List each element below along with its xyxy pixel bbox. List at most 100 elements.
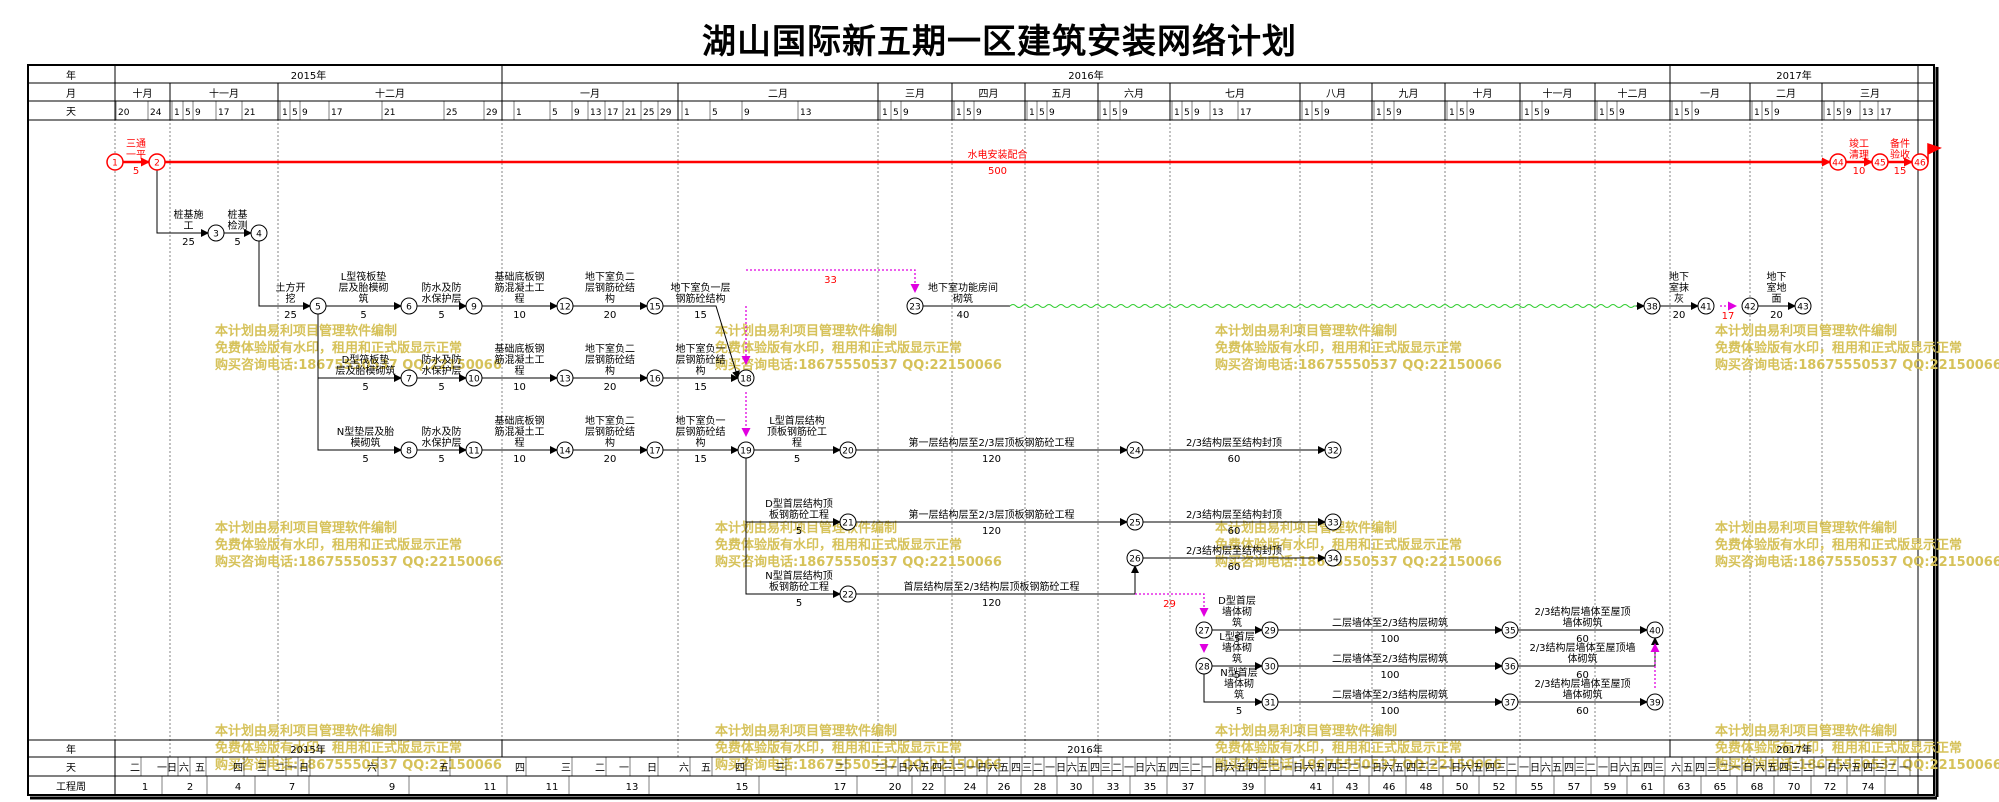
svg-text:本计划由易利项目管理软件编制: 本计划由易利项目管理软件编制 [1215, 723, 1397, 739]
event-number: 3 [213, 230, 219, 240]
svg-text:室抹: 室抹 [1669, 281, 1689, 294]
svg-text:层钢筋砼结: 层钢筋砼结 [676, 425, 726, 438]
day-label: 1 [174, 108, 180, 118]
event-number: 8 [406, 447, 412, 457]
dummy-line [1135, 593, 1209, 617]
weekday-label: 日 [1293, 763, 1303, 774]
weekday-label: 一 [1124, 763, 1134, 774]
svg-text:D型首层结构顶: D型首层结构顶 [765, 497, 833, 510]
activity-name: 第一层结构层至2/3层顶板钢筋砼工程 [908, 508, 1074, 521]
day-label: 5 [292, 108, 298, 118]
event-node-6: 6 [400, 297, 418, 315]
event-circle [1794, 297, 1812, 315]
weekday-label: 一 [1519, 763, 1529, 774]
event-node-27: 27 [1195, 621, 1213, 639]
svg-text:筋混凝土工: 筋混凝土工 [495, 425, 545, 438]
event-circle [1646, 621, 1664, 639]
svg-text:免费体验版有水印，租用和正式版显示正常: 免费体验版有水印，租用和正式版显示正常 [715, 340, 962, 356]
day-label: 1 [1674, 108, 1680, 118]
weekday-label: 一 [1202, 763, 1212, 774]
day-label: 5 [1112, 108, 1118, 118]
watermark-text: 本计划由易利项目管理软件编制免费体验版有水印，租用和正式版显示正常购买咨询电话:… [1215, 723, 1502, 773]
svg-text:三通: 三通 [126, 138, 146, 150]
event-node-39: 39 [1646, 693, 1664, 711]
svg-text:构: 构 [605, 292, 615, 305]
weekday-label: 二 [1887, 763, 1897, 774]
svg-text:程: 程 [515, 365, 525, 377]
svg-text:第一层结构层至2/3层顶板钢筋砼工程: 第一层结构层至2/3层顶板钢筋砼工程 [908, 508, 1074, 521]
weekday-label: 四 [1327, 763, 1337, 774]
activity-duration: 25 [284, 310, 297, 321]
week-label: 24 [964, 782, 977, 793]
svg-text:二层墙体至2/3结构层砌筑: 二层墙体至2/3结构层砌筑 [1332, 652, 1448, 665]
event-number: 41 [1700, 303, 1711, 313]
event-circle [465, 369, 483, 387]
activity-duration: 5 [438, 310, 444, 321]
day-label: 13 [1862, 108, 1873, 118]
day-label: 1 [684, 108, 690, 118]
svg-text:钢筋砼结构: 钢筋砼结构 [676, 292, 726, 305]
dummy-float: 33 [824, 275, 837, 286]
event-circle [400, 441, 418, 459]
activity-arrows: 三通一平5水电安装配合500竣工清理10备件验收15桩基施工25桩基检测5土方开… [123, 137, 1942, 717]
svg-text:地下: 地下 [1669, 270, 1689, 283]
activity-duration: 5 [234, 237, 240, 248]
event-number: 19 [740, 447, 752, 457]
activity-duration: 60 [1576, 706, 1589, 717]
weekday-label: 日 [299, 763, 309, 774]
event-circle [1126, 549, 1144, 567]
svg-text:购买咨询电话:18675550537 QQ:22150066: 购买咨询电话:18675550537 QQ:22150066 [1715, 757, 1999, 773]
svg-text:本计划由易利项目管理软件编制: 本计划由易利项目管理软件编制 [215, 723, 397, 739]
activity-name: 2/3结构层至结构封顶 [1186, 508, 1282, 521]
activity-duration: 5 [796, 598, 802, 609]
event-number: 22 [842, 591, 853, 601]
weekday-label: 四 [1485, 763, 1495, 774]
week-label: 4 [235, 782, 241, 793]
svg-text:地下室负二: 地下室负二 [585, 342, 635, 355]
month-label: 二月 [768, 88, 788, 100]
page-title: 湖山国际新五期一区建筑安装网络计划 [702, 22, 1297, 62]
activity-duration: 120 [982, 454, 1001, 465]
activity-duration: 25 [182, 237, 195, 248]
weekday-label: 五 [1078, 763, 1088, 774]
weekday-label: 六 [679, 762, 689, 774]
event-number: 46 [1914, 159, 1926, 169]
activity-duration: 60 [1228, 562, 1241, 573]
footer-day-label: 天 [66, 763, 76, 774]
svg-text:水保护层: 水保护层 [422, 292, 462, 305]
event-number: 15 [649, 303, 660, 313]
event-number: 38 [1646, 303, 1658, 313]
event-number: 29 [1264, 627, 1276, 637]
day-label: 20 [118, 108, 130, 118]
day-label: 5 [966, 108, 972, 118]
svg-text:购买咨询电话:18675550537 QQ:22150066: 购买咨询电话:18675550537 QQ:22150066 [715, 554, 1002, 570]
day-label: 5 [1459, 108, 1465, 118]
event-node-3: 3 [207, 224, 225, 242]
weekday-label: 六 [1067, 762, 1077, 774]
day-label: 5 [712, 108, 718, 118]
week-label: 30 [1070, 782, 1083, 793]
weekday-label: 二 [1507, 763, 1517, 774]
watermark-text: 本计划由易利项目管理软件编制免费体验版有水印，租用和正式版显示正常购买咨询电话:… [1715, 323, 1999, 373]
week-label: 72 [1824, 782, 1837, 793]
event-circle [1195, 657, 1213, 675]
day-label: 5 [1314, 108, 1320, 118]
event-circle [1741, 297, 1759, 315]
weekday-label: 日 [1609, 763, 1619, 774]
event-circle [106, 153, 124, 171]
activity-line [156, 170, 209, 237]
event-circle [737, 369, 755, 387]
chart-frame [27, 64, 1939, 800]
